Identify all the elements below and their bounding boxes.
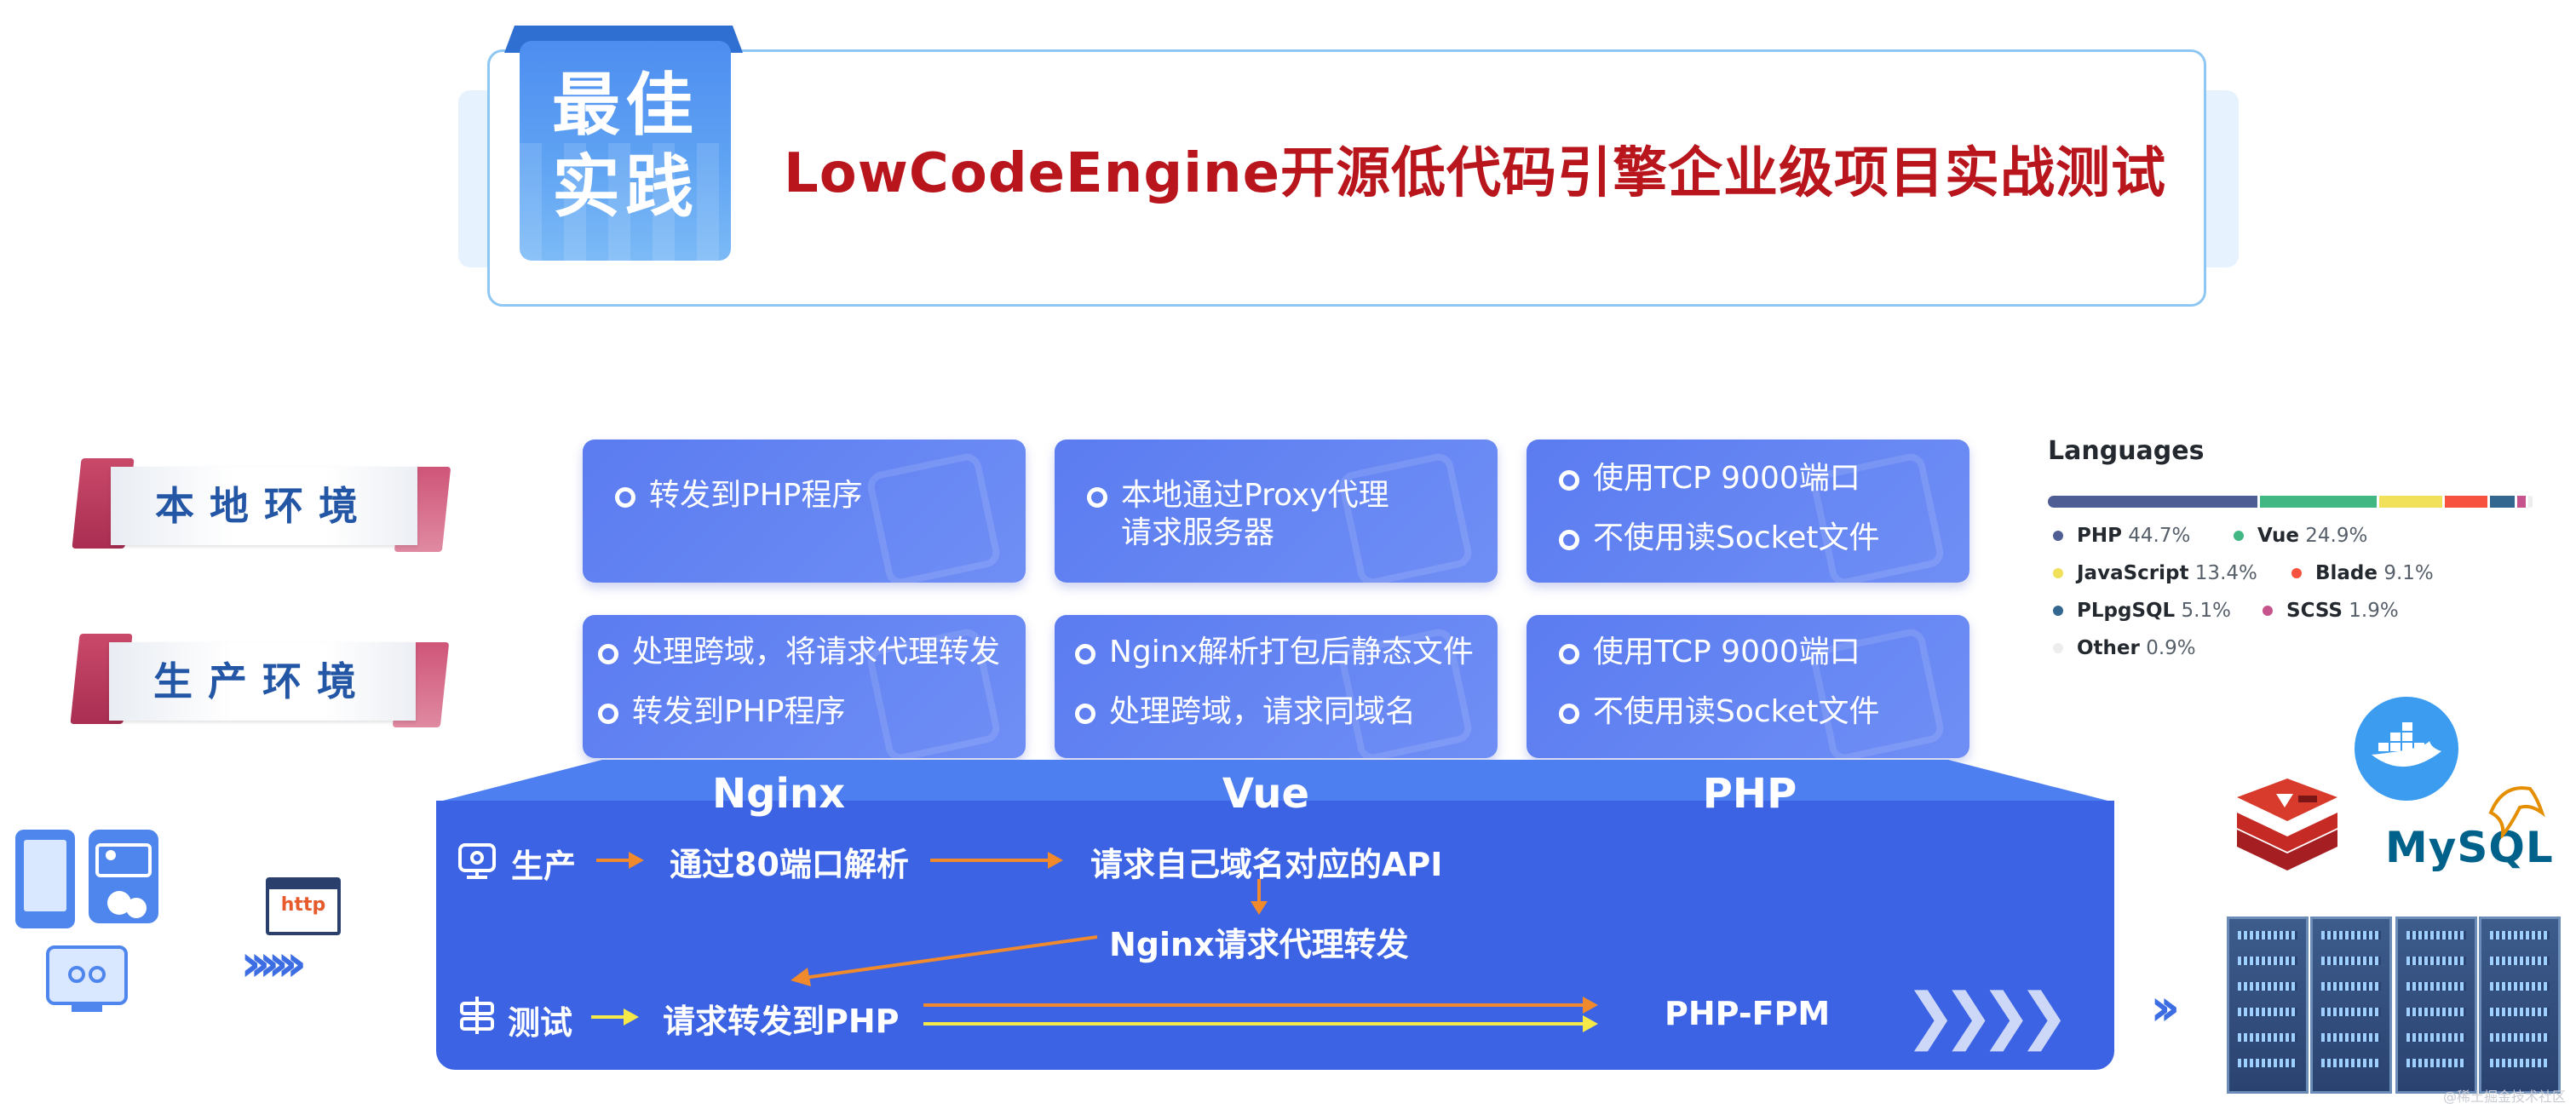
server-rack-4 (2479, 917, 2561, 1094)
box-decoration (865, 451, 1003, 583)
chevrons-icon: ❯❯❯❯ (1905, 980, 2069, 1051)
arrow-yellow-to-fpm (923, 1015, 1598, 1032)
redis-icon (2237, 779, 2337, 871)
production-vue-box: Nginx解析打包后静态文件 处理跨域，请求同域名 (1055, 615, 1498, 758)
lang-blade: Blade 9.1% (2291, 562, 2434, 584)
test-flow-label: 测试 (508, 1004, 573, 1042)
label-plate (111, 467, 417, 545)
languages-bar-segment (2516, 496, 2527, 508)
server-rack-3 (2395, 917, 2477, 1094)
lang-other: Other 0.9% (2053, 637, 2196, 659)
arrow-proxy-to-php (791, 935, 1098, 986)
arrow-production-start (596, 852, 644, 869)
title-card (487, 49, 2206, 307)
lang-vue: Vue 24.9% (2234, 525, 2367, 547)
server-rack-2 (2310, 917, 2392, 1094)
flow-step-port80: 通过80端口解析 (670, 846, 909, 883)
flow-step-php-fpm: PHP-FPM (1665, 995, 1831, 1032)
languages-bar-segment (2445, 496, 2488, 508)
lang-plpgsql: PLpgSQL 5.1% (2053, 600, 2231, 622)
production-flow-label: 生产 (511, 848, 577, 885)
badge-line-2: 实践 (552, 147, 699, 227)
env-label-local: 本地环境 (72, 458, 451, 552)
platform-top-face (436, 760, 2114, 802)
production-nginx-box: 处理跨域，将请求代理转发 转发到PHP程序 (583, 615, 1026, 758)
languages-bar-segment (2048, 496, 2258, 508)
local-nginx-box: 转发到PHP程序 (583, 440, 1026, 583)
local-vue-box: 本地通过Proxy代理 请求服务器 (1055, 440, 1498, 583)
flow-step-proxy: Nginx请求代理转发 (1109, 926, 1409, 963)
languages-bar-segment (2379, 496, 2443, 508)
column-vue: Vue (1222, 770, 1310, 818)
list-item: 转发到PHP程序 (598, 693, 846, 731)
list-item: 不使用读Socket文件 (1559, 520, 1880, 557)
lang-javascript: JavaScript 13.4% (2053, 562, 2257, 584)
mysql-logo: MySQL (2385, 823, 2554, 872)
badge-line-1: 最佳 (552, 66, 699, 145)
http-label: http (280, 894, 326, 916)
chevrons-left-icon: ›››››› (240, 934, 307, 993)
languages-bar-segment (2528, 496, 2533, 508)
list-item: 处理跨域，请求同域名 (1075, 693, 1416, 731)
label-plate (109, 642, 416, 721)
chevrons-right-icon: ›› (2150, 978, 2181, 1037)
mysql-dolphin-icon (2488, 786, 2545, 838)
flow-step-forward-php: 请求转发到PHP (663, 1003, 900, 1040)
list-item: 不使用读Socket文件 (1559, 693, 1880, 731)
arrow-to-api (930, 852, 1063, 869)
list-item: 处理跨域，将请求代理转发 (598, 634, 1000, 671)
env-label-production: 生产环境 (70, 634, 450, 727)
local-php-box: 使用TCP 9000端口 不使用读Socket文件 (1527, 440, 1969, 583)
languages-bar-segment (2490, 496, 2515, 508)
flow-step-api: 请求自己域名对应的API (1090, 846, 1443, 883)
test-icon (460, 997, 494, 1034)
devices-icon (15, 830, 158, 1012)
docker-icon (2355, 697, 2458, 801)
list-item: 使用TCP 9000端口 (1559, 460, 1860, 497)
column-nginx: Nginx (711, 770, 846, 818)
list-item: 使用TCP 9000端口 (1559, 634, 1860, 671)
http-browser-icon: http (266, 877, 341, 935)
env-local-text: 本地环境 (155, 483, 373, 529)
lang-scss: SCSS 1.9% (2263, 600, 2399, 622)
badge-text: 最佳 实践 (520, 65, 731, 228)
server-rack-1 (2227, 917, 2309, 1094)
languages-bar-segment (2260, 496, 2378, 508)
arrow-down (1251, 879, 1268, 915)
badge-stripes (520, 143, 731, 261)
arrow-orange-to-fpm (923, 997, 1598, 1014)
production-php-box: 使用TCP 9000端口 不使用读Socket文件 (1527, 615, 1969, 758)
list-item: 本地通过Proxy代理 请求服务器 (1087, 477, 1389, 552)
languages-bar (2048, 496, 2535, 508)
languages-title: Languages (2048, 436, 2205, 466)
watermark: @稀土掘金技术社区 (2442, 1089, 2566, 1105)
list-item: 转发到PHP程序 (615, 477, 863, 514)
page-title: LowCodeEngine开源低代码引擎企业级项目实战测试 (784, 142, 2167, 205)
env-production-text: 生产环境 (153, 658, 371, 704)
arrow-test-start (591, 1008, 639, 1026)
best-practice-badge: 最佳 实践 (520, 41, 731, 261)
lang-php: PHP 44.7% (2053, 525, 2190, 547)
column-php: PHP (1702, 770, 1797, 818)
production-icon (458, 843, 496, 879)
list-item: Nginx解析打包后静态文件 (1075, 634, 1474, 671)
